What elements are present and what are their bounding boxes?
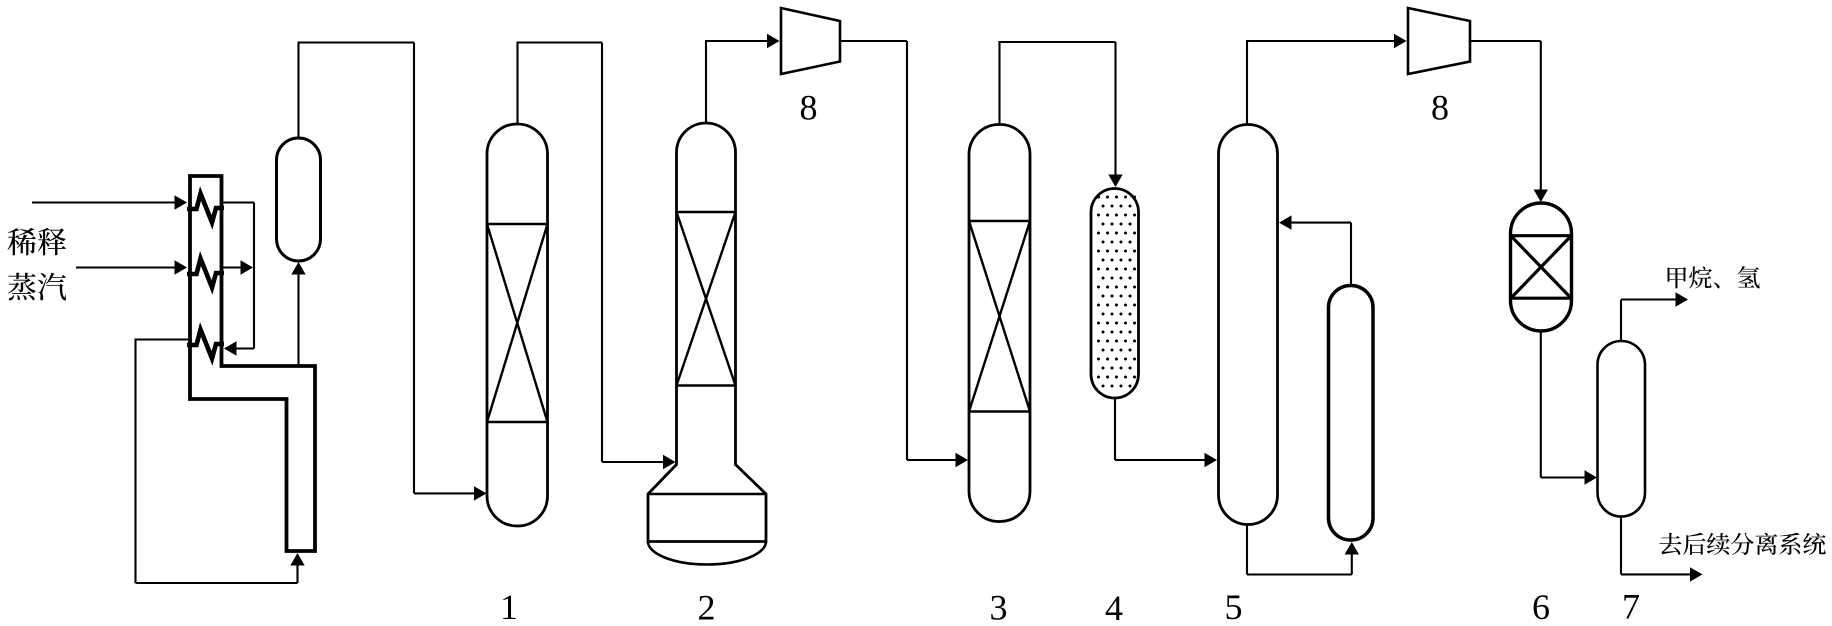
svg-text:8: 8 xyxy=(800,88,818,128)
svg-text:8: 8 xyxy=(1431,88,1449,128)
svg-text:6: 6 xyxy=(1532,587,1550,626)
svg-text:4: 4 xyxy=(1105,588,1123,626)
svg-text:7: 7 xyxy=(1622,587,1640,626)
svg-text:2: 2 xyxy=(698,588,716,626)
svg-text:3: 3 xyxy=(990,588,1008,626)
svg-text:5: 5 xyxy=(1225,587,1243,626)
svg-text:1: 1 xyxy=(500,587,518,626)
